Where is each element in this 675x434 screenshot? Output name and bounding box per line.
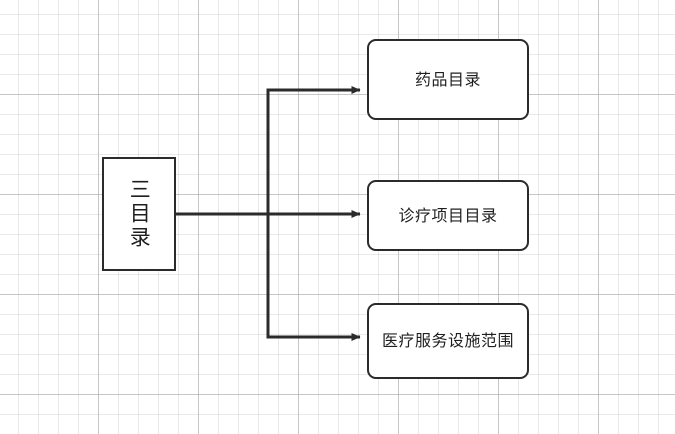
node-root-label: 三目录 <box>127 178 152 250</box>
node-medical-service-facility-scope[interactable]: 医疗服务设施范围 <box>367 303 529 379</box>
node-treatment-item-catalog-label: 诊疗项目目录 <box>398 205 498 225</box>
node-treatment-item-catalog[interactable]: 诊疗项目目录 <box>367 180 529 251</box>
node-root[interactable]: 三目录 <box>102 157 176 271</box>
node-medical-service-facility-scope-label: 医疗服务设施范围 <box>381 331 514 350</box>
node-drug-catalog[interactable]: 药品目录 <box>367 39 529 120</box>
edge-root-child-1 <box>266 86 361 214</box>
edge-root-child-3 <box>266 214 361 341</box>
node-drug-catalog-label: 药品目录 <box>414 69 481 89</box>
